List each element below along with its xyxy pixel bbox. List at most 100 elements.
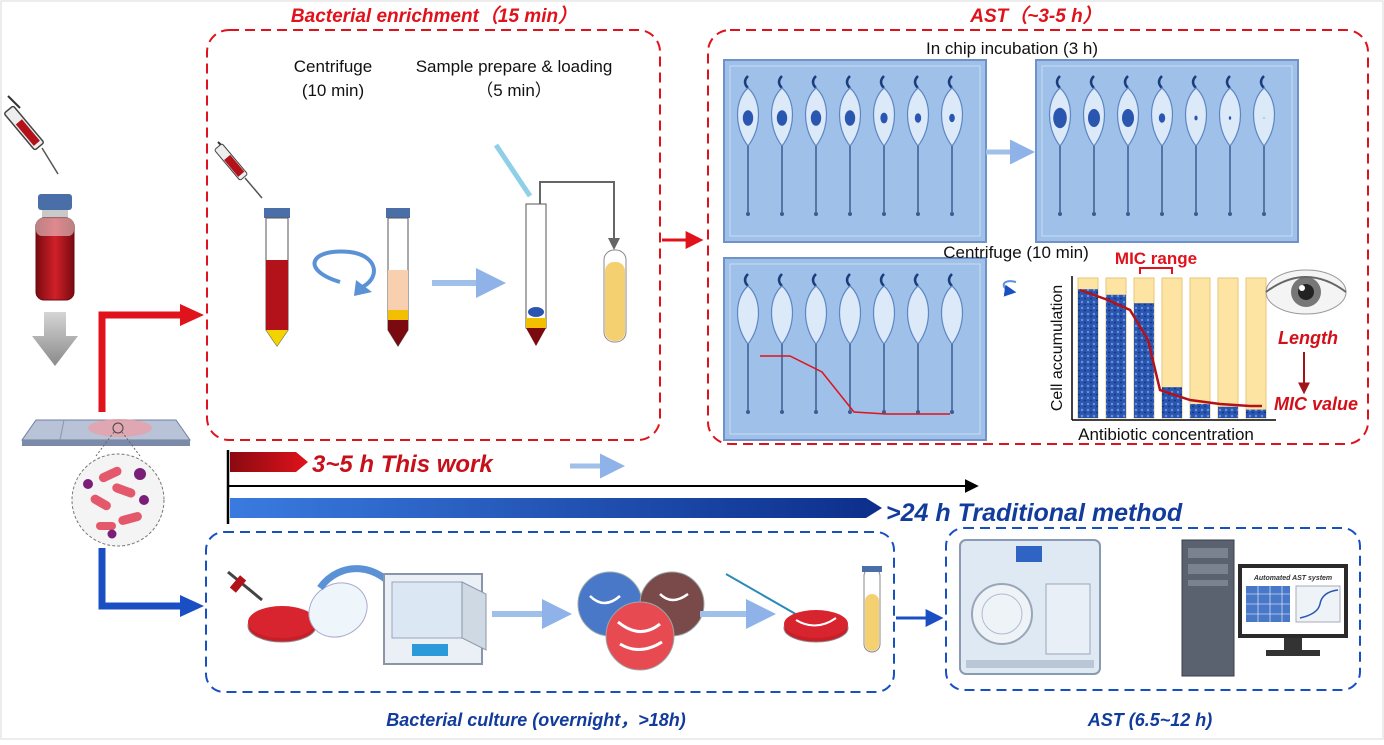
bacteria-cluster	[1263, 117, 1265, 119]
step-loading-label: Sample prepare & loading	[416, 57, 613, 76]
bacteria-cluster	[880, 112, 888, 124]
traditional-label: >24 h Traditional method	[886, 499, 1183, 527]
pipette-icon	[493, 143, 533, 198]
mic-bar	[1189, 277, 1211, 419]
branch-arrow-red	[98, 311, 182, 412]
bacteria-cluster	[776, 110, 788, 126]
enrichment-box	[206, 29, 661, 441]
bacteria-cluster	[810, 110, 822, 126]
bacteria-cluster	[949, 113, 955, 123]
chip-channel	[1049, 75, 1071, 216]
incubation-label: In chip incubation (3 h)	[926, 39, 1098, 58]
mic-value-label: MIC value	[1274, 394, 1358, 414]
chip-channel	[941, 75, 963, 216]
mic-bar	[1245, 277, 1267, 419]
plates-icon	[577, 571, 705, 671]
syringe-small-icon	[214, 141, 263, 199]
y-axis-label: Cell accumulation	[1049, 285, 1066, 411]
traditional-arrow	[230, 498, 882, 518]
chip-centrifuged	[723, 257, 987, 441]
bacteria-cluster	[1053, 107, 1067, 129]
rotation-arrow-icon	[312, 249, 376, 290]
tube-blood	[264, 208, 290, 347]
this-work-arrow	[230, 452, 308, 472]
ast-machine-label: AST (6.5~12 h)	[1087, 710, 1213, 730]
culture-dish-icon	[783, 610, 849, 643]
syringe-icon	[4, 95, 59, 175]
bacteria-cluster	[1122, 109, 1134, 127]
centrifuge-chip-label: Centrifuge (10 min)	[943, 243, 1089, 262]
mic-bar	[1077, 277, 1099, 419]
analyzer-icon	[959, 539, 1101, 675]
bacteria-cluster	[1158, 113, 1166, 123]
step-centrifuge-time: (10 min)	[302, 81, 364, 100]
slide-icon	[21, 419, 191, 446]
computer-icon	[1181, 539, 1348, 677]
bacteria-cluster	[1088, 109, 1100, 127]
petri-dish-icon	[227, 570, 368, 643]
chip-channel	[1151, 75, 1173, 216]
bacteria-cluster	[1228, 116, 1232, 120]
chip-channel	[839, 273, 861, 414]
culture-box	[205, 531, 895, 693]
chip-channel	[941, 273, 963, 414]
ast-title: AST（~3-5 h）	[969, 5, 1101, 27]
zoom-lens-icon	[112, 422, 124, 434]
bacteria-cluster	[844, 110, 856, 126]
step-loading-time: （5 min）	[476, 81, 552, 100]
chip-channel	[873, 273, 895, 414]
chip-channel	[1083, 75, 1105, 216]
bacteria-cluster	[914, 113, 922, 123]
enrichment-title: Bacterial enrichment（15 min）	[291, 5, 577, 27]
blood-vial-icon	[35, 194, 75, 301]
mic-bar	[1217, 277, 1239, 419]
length-label: Length	[1278, 328, 1338, 348]
mic-range-bracket	[1139, 267, 1173, 274]
chip-channel	[873, 75, 895, 216]
tube-yellow	[603, 249, 627, 343]
chip-loading	[723, 59, 987, 243]
down-arrow-icon	[32, 312, 78, 366]
chip-channel	[1117, 75, 1139, 216]
eye-icon	[1265, 269, 1347, 315]
chip-channel	[839, 75, 861, 216]
chip-channel	[737, 273, 759, 414]
chip-incubated	[1035, 59, 1299, 243]
chip-channel	[1185, 75, 1207, 216]
chip-channel	[907, 273, 929, 414]
rotation-small-icon	[1002, 280, 1017, 297]
accumulation-curve-chip	[760, 355, 950, 415]
chip-channel	[771, 75, 793, 216]
loop-icon	[725, 573, 807, 621]
mic-chart	[1071, 267, 1276, 421]
bacteria-cluster	[742, 110, 754, 126]
x-axis-label: Antibiotic concentration	[1078, 425, 1254, 444]
mic-range-label: MIC range	[1115, 249, 1197, 268]
mic-curve	[1079, 288, 1262, 408]
mic-bar	[1133, 277, 1155, 419]
bacteria-circle-icon	[71, 431, 165, 547]
culture-label: Bacterial culture (overnight，>18h)	[386, 710, 686, 730]
tube-loading	[525, 181, 620, 346]
ast-machine-box	[945, 527, 1361, 691]
monitor-text: Automated AST system	[1253, 575, 1332, 582]
chip-channel	[771, 273, 793, 414]
bacteria-cluster	[1194, 115, 1198, 121]
chip-channel	[805, 273, 827, 414]
chip-channel	[737, 75, 759, 216]
chip-channel	[805, 75, 827, 216]
this-work-label: 3~5 h This work	[312, 451, 494, 478]
chip-channel	[907, 75, 929, 216]
incubator-icon	[383, 573, 487, 665]
chip-channel	[1253, 75, 1275, 216]
step-centrifuge-label: Centrifuge	[294, 57, 372, 76]
ast-box	[707, 29, 1369, 445]
mic-bar	[1105, 277, 1127, 419]
branch-arrow-blue	[98, 548, 182, 610]
tube-culture	[862, 566, 882, 653]
tube-centrifuged	[386, 208, 410, 347]
chip-channel	[1219, 75, 1241, 216]
